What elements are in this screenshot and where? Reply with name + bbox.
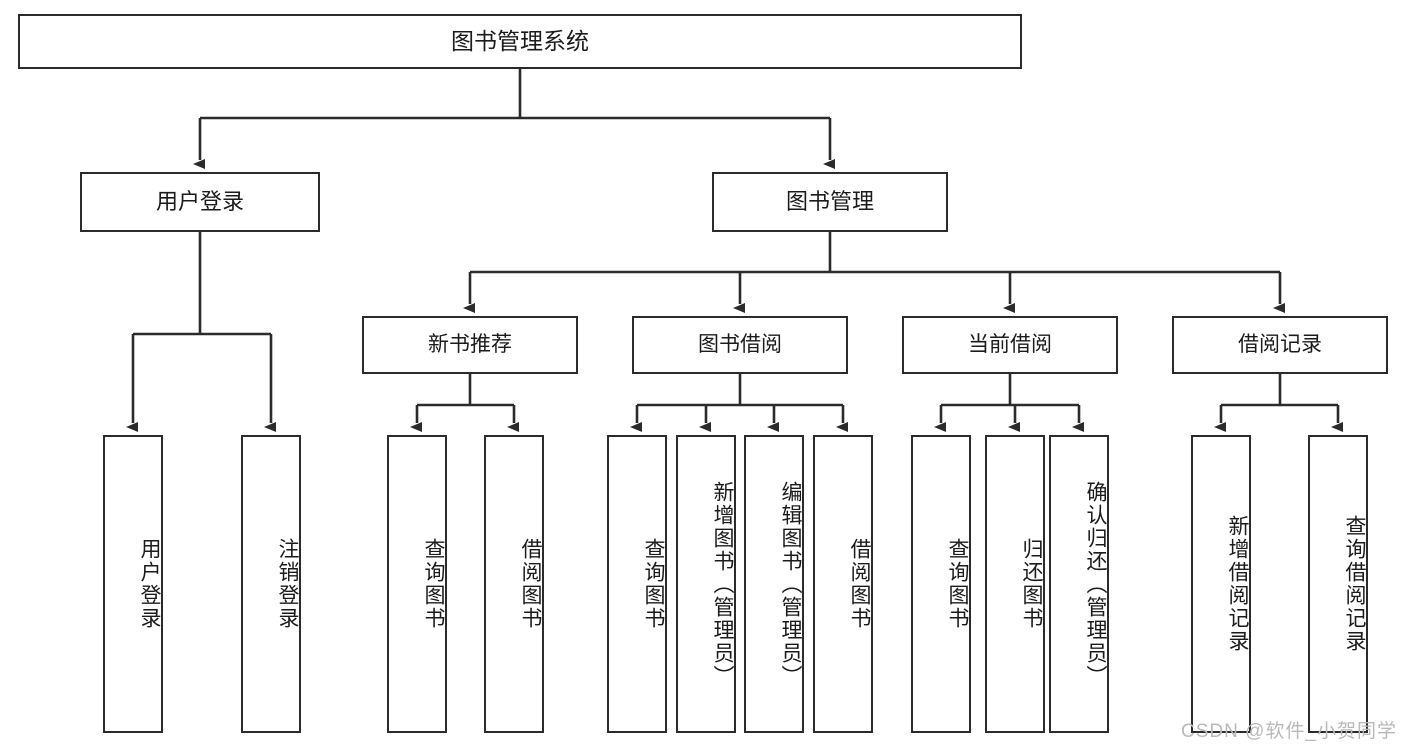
node-leaf-return-book[interactable]: 归还图书 bbox=[985, 435, 1045, 733]
node-leaf-query-book-2[interactable]: 查询图书 bbox=[607, 435, 667, 733]
node-leaf-return-book-label: 归还图书 bbox=[1020, 538, 1043, 630]
node-current-borrow-label: 当前借阅 bbox=[968, 333, 1052, 357]
node-leaf-add-book[interactable]: 新增图书（管理员） bbox=[676, 435, 736, 733]
node-book-management-label: 图书管理 bbox=[785, 188, 874, 214]
node-leaf-user-login-label: 用户登录 bbox=[138, 538, 161, 630]
node-user-login-label: 用户登录 bbox=[155, 188, 244, 214]
node-book-borrow[interactable]: 图书借阅 bbox=[632, 316, 848, 374]
node-leaf-user-logout-label: 注销登录 bbox=[276, 538, 299, 630]
node-book-borrow-label: 图书借阅 bbox=[698, 333, 782, 357]
node-leaf-query-book-1[interactable]: 查询图书 bbox=[387, 435, 447, 733]
node-root[interactable]: 图书管理系统 bbox=[18, 14, 1022, 69]
node-leaf-user-login[interactable]: 用户登录 bbox=[103, 435, 163, 733]
node-leaf-query-book-2-label: 查询图书 bbox=[642, 538, 665, 630]
node-new-book-recommend-label: 新书推荐 bbox=[428, 333, 512, 357]
node-borrow-record-label: 借阅记录 bbox=[1238, 333, 1322, 357]
node-leaf-borrow-book-1-label: 借阅图书 bbox=[519, 538, 542, 630]
node-leaf-borrow-book-2[interactable]: 借阅图书 bbox=[813, 435, 873, 733]
node-leaf-user-logout[interactable]: 注销登录 bbox=[241, 435, 301, 733]
node-current-borrow[interactable]: 当前借阅 bbox=[902, 316, 1118, 374]
node-leaf-query-record[interactable]: 查询借阅记录 bbox=[1308, 435, 1368, 733]
node-leaf-query-record-label: 查询借阅记录 bbox=[1343, 515, 1366, 653]
node-leaf-add-record[interactable]: 新增借阅记录 bbox=[1191, 435, 1251, 733]
node-book-management[interactable]: 图书管理 bbox=[712, 172, 948, 232]
node-new-book-recommend[interactable]: 新书推荐 bbox=[362, 316, 578, 374]
node-leaf-add-book-label: 新增图书（管理员） bbox=[711, 480, 734, 688]
node-root-label: 图书管理系统 bbox=[451, 27, 589, 54]
node-borrow-record[interactable]: 借阅记录 bbox=[1172, 316, 1388, 374]
node-leaf-confirm-return[interactable]: 确认归还（管理员） bbox=[1049, 435, 1109, 733]
node-leaf-add-record-label: 新增借阅记录 bbox=[1226, 515, 1249, 653]
node-leaf-query-book-3-label: 查询图书 bbox=[946, 538, 969, 630]
node-leaf-borrow-book-1[interactable]: 借阅图书 bbox=[484, 435, 544, 733]
node-user-login[interactable]: 用户登录 bbox=[80, 172, 320, 232]
node-leaf-edit-book[interactable]: 编辑图书（管理员） bbox=[744, 435, 804, 733]
csdn-watermark: CSDN @软件_小贺同学 bbox=[1181, 721, 1397, 742]
node-leaf-borrow-book-2-label: 借阅图书 bbox=[848, 538, 871, 630]
node-leaf-query-book-3[interactable]: 查询图书 bbox=[911, 435, 971, 733]
node-leaf-edit-book-label: 编辑图书（管理员） bbox=[779, 480, 802, 688]
node-leaf-query-book-1-label: 查询图书 bbox=[422, 538, 445, 630]
node-leaf-confirm-return-label: 确认归还（管理员） bbox=[1084, 480, 1107, 688]
